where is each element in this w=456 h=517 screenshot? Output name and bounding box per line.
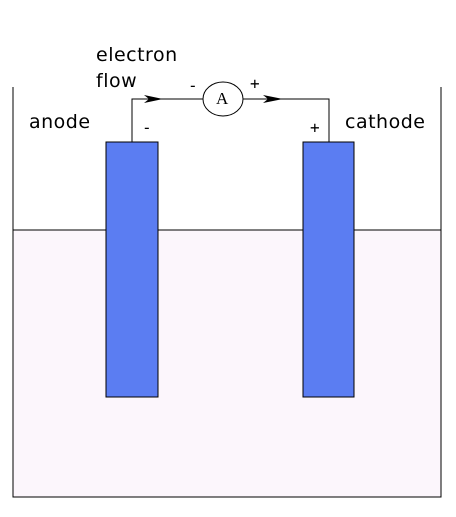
cathode-sign: + (310, 118, 320, 137)
ammeter-label: A (216, 89, 229, 108)
electron-flow-label-line2: flow (96, 70, 138, 92)
beaker (12, 87, 442, 498)
anode-label: anode (29, 111, 91, 133)
electron-flow-arrow-icon (144, 95, 163, 103)
electron-flow-label-line1: electron (96, 44, 178, 66)
cathode-label: cathode (345, 111, 426, 133)
ammeter-negative-sign: - (188, 76, 198, 95)
ammeter-positive-sign: + (250, 74, 260, 93)
anode-electrode (105, 141, 159, 398)
electron-flow-arrow-icon-2 (263, 95, 283, 103)
anode-sign: - (142, 118, 152, 137)
ammeter-circle (202, 81, 244, 117)
cathode-electrode (302, 141, 355, 398)
electrolyte (13, 230, 441, 497)
wire-left (131, 98, 203, 142)
